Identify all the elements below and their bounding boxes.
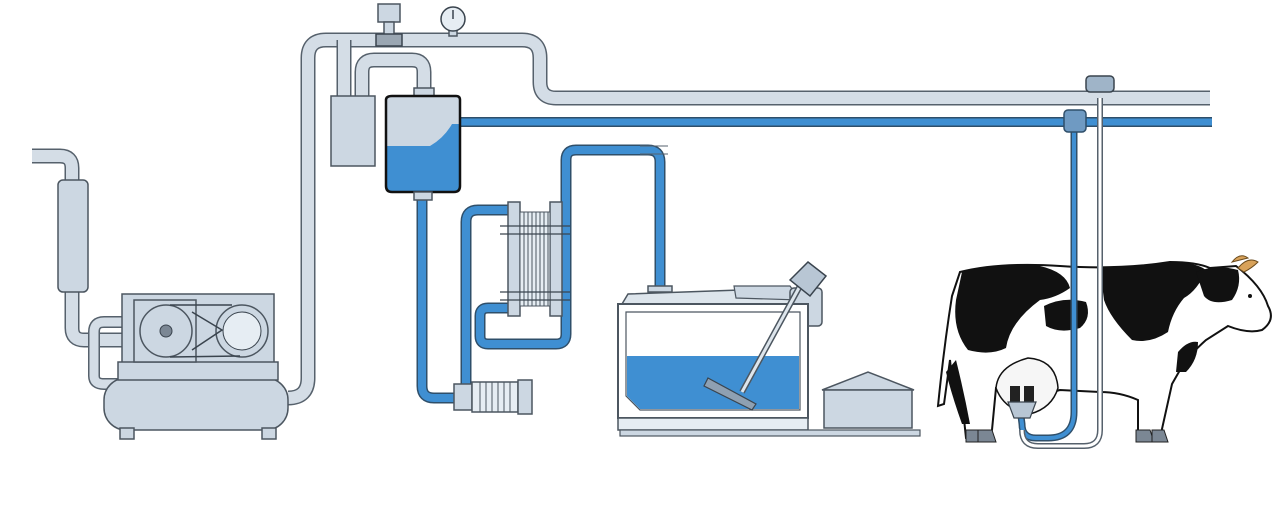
vacuum-line	[32, 32, 1210, 406]
bulk-tank	[617, 261, 921, 437]
milking-unit	[1007, 75, 1115, 449]
receiver-jar	[384, 87, 462, 201]
sanitary-trap	[330, 95, 376, 167]
refrigeration-unit	[821, 371, 915, 429]
vacuum-pump	[103, 293, 289, 440]
vacuum-regulator	[375, 3, 403, 47]
exhaust-silencer	[57, 179, 89, 293]
milk-pump	[453, 379, 533, 415]
cow	[936, 255, 1272, 443]
plate-cooler	[500, 201, 570, 317]
vacuum-gauge	[440, 6, 466, 37]
